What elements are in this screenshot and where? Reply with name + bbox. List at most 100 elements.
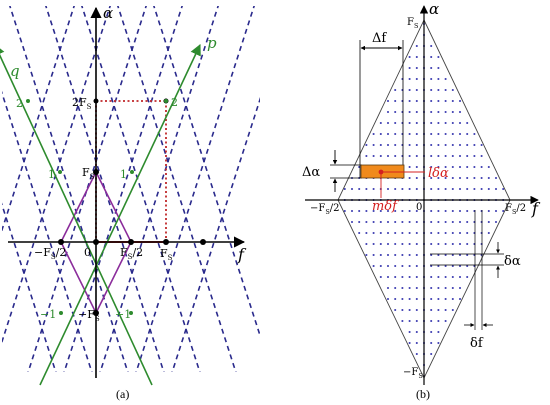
grid-dot [379,220,382,224]
grid-dot [401,187,404,191]
grid-dot [415,242,418,246]
grid-dot [343,187,346,191]
dashed-line [63,6,183,372]
grid-dot [458,253,462,257]
grid-dot [430,341,433,345]
grid-dot [430,253,433,257]
grid-dot [451,165,454,169]
grid-dot [408,220,411,224]
grid-dot [408,99,411,103]
grid-dot [415,264,418,268]
grid-dot [408,275,411,279]
dashed-line [135,6,255,372]
grid-dot [372,264,375,268]
grid-dot [415,99,418,103]
grid-dot [415,308,418,312]
grid-dot [365,209,368,213]
grid-dot [365,242,368,246]
grid-dot [386,143,390,147]
f-axis-label: f [237,245,247,264]
grid-dot [444,297,447,301]
grid-dot [458,154,462,158]
label-left-half-b: −FS/2 [310,203,340,216]
grid-dot [379,275,382,279]
grid-dot [466,176,469,180]
grid-dot [502,209,505,213]
grid-dot [365,154,368,158]
grid-dot [408,264,411,268]
green-label-p-1: −1 [115,308,131,321]
grid-dot [386,253,390,257]
grid-dot [430,308,433,312]
delta-f-label: Δf [372,31,387,46]
grid-dot [408,209,411,213]
grid-dot [401,242,404,246]
grid-dot [386,132,390,136]
point [93,98,99,104]
grid-dot [444,165,447,169]
grid-dot [451,286,454,290]
grid-dot [358,187,361,191]
grid-dot [473,187,476,191]
grid-dot [401,264,404,268]
grid-dot [437,275,440,279]
grid-dot [415,110,418,114]
grid-dot [494,220,498,224]
alpha-axis-label-b: α [429,0,439,18]
grid-dot [437,231,440,235]
grid-dot [386,110,390,114]
grid-dot [430,132,433,136]
grid-dot [466,242,469,246]
grid-dot [430,297,433,301]
p-line [39,43,201,386]
grid-dot [372,209,375,213]
grid-dot [386,242,390,246]
grid-dot [358,231,361,235]
grid-dot [487,231,490,235]
grid-dot [401,297,404,301]
grid-dot [458,132,462,136]
grid-dot [437,110,440,114]
grid-dot [415,77,418,81]
grid-dot [401,231,404,235]
l-delta-alpha-label: lδα [428,166,449,181]
q-label: q [10,62,20,80]
grid-dot [430,66,433,70]
grid-dot [466,209,469,213]
grid-dot [466,143,469,147]
grid-dot [408,231,411,235]
grid-dot [386,121,390,125]
grid-dot [444,308,447,312]
grid-dot [458,176,462,180]
grid-dot [466,275,469,279]
green-label-p1: 1 [120,168,127,181]
label-origin-a: 0 [84,246,91,259]
grid-dot [437,88,440,92]
grid-dot [430,154,433,158]
grid-dot [458,275,462,279]
grid-dot [379,242,382,246]
grid-dot [437,242,440,246]
grid-dot [415,176,418,180]
grid-dot [458,165,462,169]
grid-dot [437,77,440,81]
grid-dot [487,176,490,180]
grid-dot [437,143,440,147]
point [58,239,64,245]
grid-dot [437,176,440,180]
grid-dot [401,319,404,323]
grid-dot [365,143,368,147]
grid-dot [372,143,375,147]
dashed-lattice [2,6,260,372]
grid-dot [415,66,418,70]
grid-dot [394,154,397,158]
grid-dot [494,209,498,213]
grid-dot [394,132,397,136]
grid-dot [415,352,418,356]
point [93,239,99,245]
grid-dot [415,88,418,92]
grid-dot [386,220,390,224]
grid-dot [451,99,454,103]
grid-dot [365,220,368,224]
